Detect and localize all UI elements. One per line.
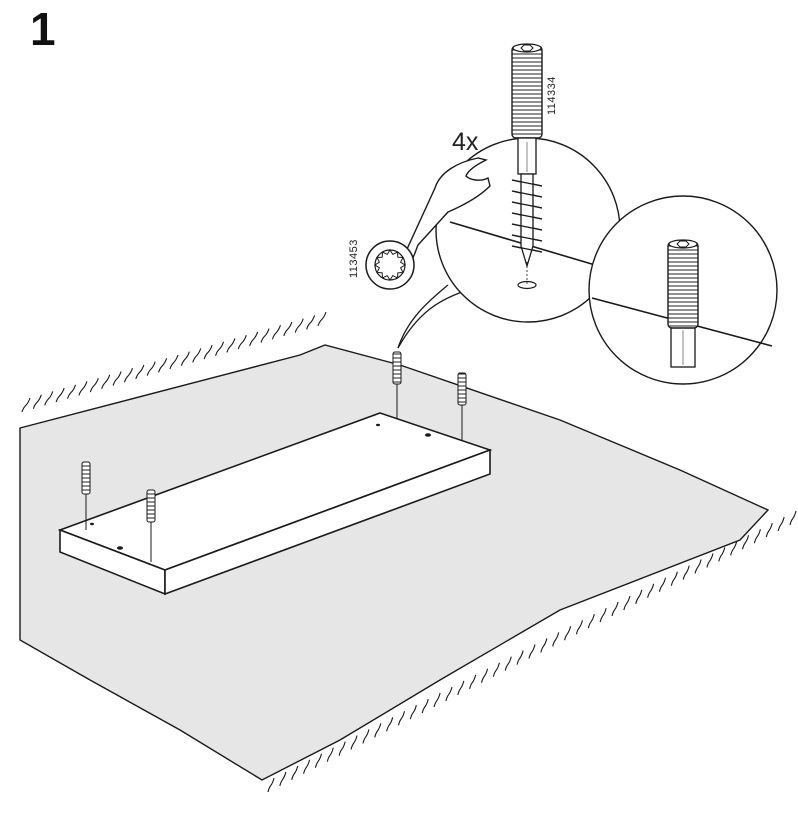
fringe-strand [291,765,299,780]
magnifier-detail-icon [588,195,778,385]
fringe-strand [481,668,489,683]
carpet-fringe-bottom [267,510,797,793]
fringe-strand [777,516,785,532]
fringe-strand [469,674,477,689]
fringe-strand [326,747,334,762]
fringe-strand [765,523,773,538]
fringe-strand [32,394,42,409]
fringe-strand [249,331,259,347]
fringe-strand [730,541,738,556]
fringe-strand [658,577,667,592]
fringe-strand [564,626,572,641]
small-screws [81,351,467,562]
fringe-strand [314,753,322,768]
fringe-strand [112,371,122,386]
fringe-strand [706,553,714,568]
shelf-hole [425,433,431,437]
fringe-strand [457,680,465,696]
shelf-hole [376,423,380,427]
dowel-screw-icon [457,372,467,440]
fringe-strand [552,632,560,647]
fringe-strand [226,338,236,353]
fringe-strand [294,318,304,333]
fringe-strand [44,391,54,406]
fringe-strand [409,705,417,720]
fringe-strand [135,364,145,380]
fringe-strand [445,686,453,702]
fringe-strand [180,351,190,366]
screw-thread [511,179,543,253]
shelf-hole [90,522,94,526]
fringe-strand [67,384,77,399]
fringe-strand [587,614,595,629]
callout-pointer [397,284,449,349]
fringe-strand [623,595,631,611]
quantity-label: 4x [452,128,479,156]
step-number: 1 [30,3,56,55]
dowel-screw-icon [81,461,91,530]
fringe-strand [203,344,213,360]
fringe-strand [215,341,225,356]
shelf-board-icon [57,412,493,596]
carpet-icon [19,311,797,793]
fringe-strand [146,361,156,376]
callout-pointer [397,291,463,349]
fringe-strand [386,717,394,732]
fringe-strand [89,377,99,393]
fringe-strand [169,354,179,370]
carpet-fringe-top [21,311,327,413]
fringe-strand [694,559,702,574]
fringe-strand [374,723,382,738]
screw-part-number: 114334 [546,76,558,115]
fringe-strand [21,397,31,413]
fringe-strand [317,311,327,327]
fringe-strand [123,368,133,383]
shelf-hole [117,546,123,550]
fringe-strand [338,741,346,756]
fringe-strand [670,571,678,586]
fringe-strand [753,529,761,544]
fringe-strand [504,656,512,671]
fringe-strand [303,759,311,774]
fringe-strand [421,698,429,714]
fringe-strand [260,328,270,343]
fringe-strand [540,638,548,653]
fringe-strand [158,358,168,373]
dowel-screw-icon [392,351,402,418]
fringe-strand [55,387,65,403]
fringe-strand [682,565,690,580]
fringe-strand [742,535,750,550]
fringe-strand [647,583,655,598]
fringe-strand [78,381,88,396]
fringe-strand [611,601,619,617]
fringe-strand [718,547,726,562]
fringe-strand [267,777,275,793]
fringe-strand [306,315,316,330]
fringe-strand [101,374,111,390]
fringe-strand [283,321,293,337]
fringe-strand [516,650,524,665]
fringe-strand [192,348,202,363]
dowel-screw-icon [511,43,543,286]
fringe-strand [528,644,536,659]
ring-wrench-icon [365,157,491,290]
fringe-strand [433,692,441,708]
fringe-strand [575,620,583,635]
fringe-strand [279,771,287,787]
fringe-strand [635,589,643,605]
fringe-strand [237,334,247,350]
fringe-strand [350,735,358,750]
dowel-screw-icon [146,489,156,562]
fringe-strand [599,607,607,623]
fringe-strand [789,510,797,526]
fringe-strand [271,325,281,340]
fringe-strand [397,711,406,726]
fringe-strand [492,662,500,677]
fringe-strand [362,729,370,744]
wrench-part-number: 113453 [348,239,360,278]
